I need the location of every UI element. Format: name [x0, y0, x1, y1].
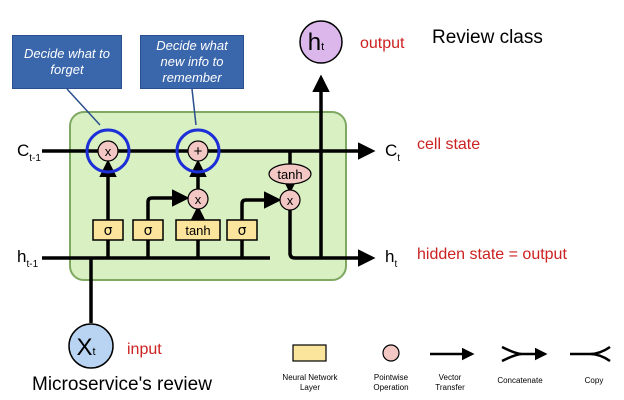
input-gate-arrow — [146, 189, 190, 220]
diagram-title: Review class — [432, 27, 543, 48]
hidden-out-path — [288, 210, 376, 267]
forget-multiply-symbol: x — [105, 144, 112, 159]
cell-state-label: cell state — [417, 136, 480, 153]
callout-remember-line-1: Decide what — [156, 38, 228, 53]
input-gate-layer — [132, 219, 164, 241]
legend-layer-label-1: Neural Network — [282, 373, 338, 382]
callout-remember: Decide what new info to remember — [140, 35, 244, 89]
output-gate-label: σ — [238, 223, 247, 239]
c-prev-symbol: Ct-1 — [17, 141, 41, 164]
input-multiply-symbol: x — [195, 192, 202, 207]
callout-forget-pointer — [66, 88, 101, 126]
legend-layer-label-2: Layer — [300, 383, 320, 392]
output-h-symbol: ht — [308, 29, 324, 56]
cell-tanh-op — [268, 163, 312, 185]
legend-vector-label-1: Vector — [439, 373, 462, 382]
legend-copy-label: Copy — [585, 376, 604, 385]
output-multiply-symbol: x — [287, 193, 294, 208]
output-label: output — [360, 35, 405, 52]
legend-concatenate-label: Concatenate — [497, 376, 543, 385]
input-x-circle — [68, 323, 114, 369]
h-prev-symbol: ht-1 — [17, 247, 39, 270]
forget-highlight-circle — [85, 128, 131, 174]
forget-gate-label: σ — [104, 223, 113, 239]
output-gate-layer — [226, 219, 258, 241]
legend-pointwise-label-1: Pointwise — [374, 373, 409, 382]
legend-vector-label-2: Transfer — [435, 383, 465, 392]
c-out-symbol: Ct — [385, 141, 400, 164]
h-out-symbol: ht — [385, 247, 397, 270]
callout-remember-line-2: new info to — [160, 54, 224, 69]
forget-gate-layer — [92, 219, 124, 241]
input-multiply-op — [187, 188, 209, 210]
callout-remember-line-3: remember — [162, 70, 222, 85]
callout-remember-pointer — [191, 88, 197, 126]
remember-highlight-circle — [175, 128, 221, 174]
legend-layer-swatch — [292, 344, 327, 362]
callout-forget: Decide what to forget — [12, 35, 122, 89]
input-label: input — [127, 341, 162, 358]
candidate-layer — [175, 219, 221, 241]
output-h-circle — [299, 20, 343, 64]
legend-concatenate-icon — [501, 347, 545, 361]
output-multiply-op — [279, 189, 301, 211]
candidate-label: tanh — [185, 223, 210, 238]
hidden-state-label: hidden state = output — [417, 246, 567, 263]
cell-tanh-label: tanh — [277, 167, 302, 182]
add-op — [187, 140, 209, 162]
output-gate-arrow — [240, 191, 282, 220]
diagram-caption: Microservice's review — [32, 374, 212, 395]
legend-copy-icon — [570, 345, 611, 363]
callout-forget-line-2: forget — [50, 62, 84, 77]
input-gate-label: σ — [144, 223, 153, 239]
legend-pointwise-swatch — [382, 344, 400, 362]
forget-multiply-op — [97, 140, 119, 162]
legend: Neural Network Layer Pointwise Operation… — [282, 344, 611, 392]
input-x-symbol: Xt — [76, 334, 95, 361]
callout-forget-line-1: Decide what to — [24, 46, 110, 61]
add-symbol: + — [194, 143, 203, 160]
legend-pointwise-label-2: Operation — [373, 383, 408, 392]
